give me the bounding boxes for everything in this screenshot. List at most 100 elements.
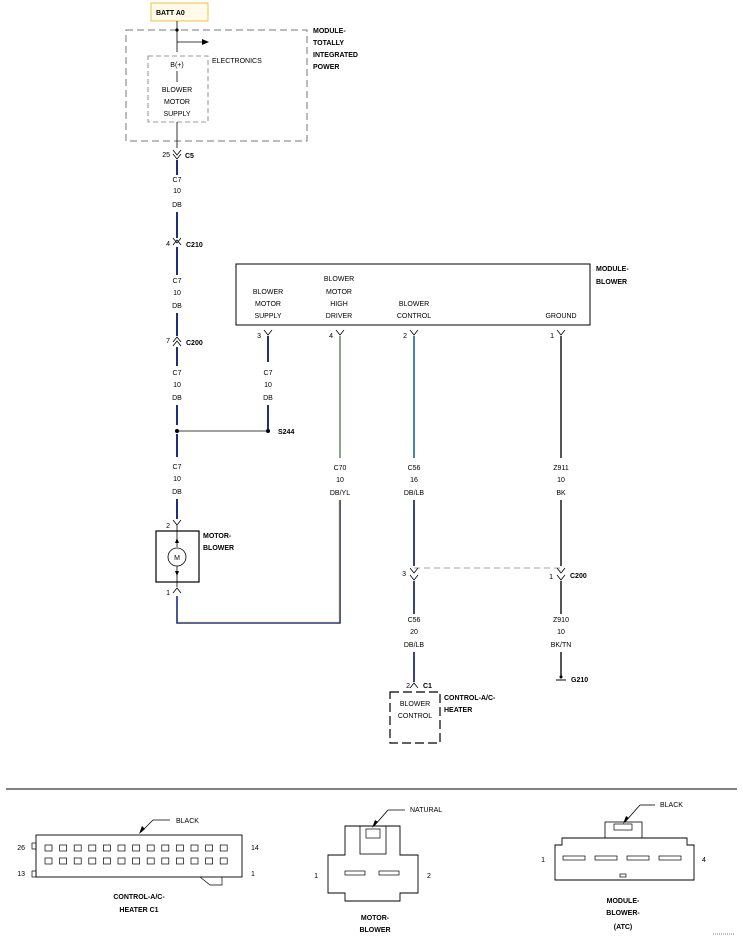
splice-node-s244 xyxy=(266,429,270,433)
heater-c1-pin-cavity xyxy=(103,857,111,865)
tipm-function-3: SUPPLY xyxy=(163,111,190,118)
wire-z911-color: BK xyxy=(556,490,566,497)
control-ac-function-1: BLOWER xyxy=(400,701,430,708)
mb-pin1-label-1: GROUND xyxy=(545,313,576,320)
tipm-electronics-box xyxy=(147,55,209,123)
splice-node-main xyxy=(175,429,179,433)
motor-connector-color: NATURAL xyxy=(410,807,442,814)
mb-pin4-label-3: HIGH xyxy=(330,301,348,308)
module-connector-latch xyxy=(604,821,643,839)
wire-z911-circuit: Z911 xyxy=(553,465,569,472)
wire-z910-gauge: 10 xyxy=(557,629,565,636)
mb-pin3-label-1: BLOWER xyxy=(253,289,283,296)
wire-z911-gauge: 10 xyxy=(557,477,565,484)
heater-c1-pin-tl: 26 xyxy=(17,845,25,852)
tipm-electronics-label: ELECTRONICS xyxy=(212,58,262,65)
mb-pin4-label-4: DRIVER xyxy=(326,313,352,320)
control-ac-title-1: CONTROL-A/C- xyxy=(444,695,496,702)
heater-c1-pin-grid xyxy=(44,844,228,865)
module-connector-pin-1 xyxy=(562,855,586,861)
heater-c1-pin-cavity xyxy=(117,844,126,852)
wire-z910-color: BK/TN xyxy=(551,642,572,649)
mb-pin3-label-3: SUPPLY xyxy=(254,313,281,320)
motor-connector-title-2: BLOWER xyxy=(359,927,390,934)
wire-c7-seg4-color: DB xyxy=(172,489,182,496)
module-connector-color: BLACK xyxy=(660,802,683,809)
module-connector-key xyxy=(619,873,627,878)
heater-c1-pin-cavity xyxy=(103,844,111,852)
heater-c1-pin-cavity xyxy=(132,844,140,852)
heater-c1-leader-arrow xyxy=(139,826,145,834)
heater-c1-title-2: HEATER C1 xyxy=(119,907,158,914)
heater-c1-pin-cavity xyxy=(219,844,228,852)
c200-right-pin1: 1 xyxy=(549,574,553,581)
heater-c1-pin-cavity xyxy=(190,844,199,852)
heater-c1-pin-cavity xyxy=(205,857,213,865)
wire-c7-seg2-color: DB xyxy=(172,303,182,310)
c1-name: C1 xyxy=(423,683,432,690)
wire-c7-seg1-color: DB xyxy=(172,202,182,209)
heater-c1-pin-tr: 14 xyxy=(251,845,259,852)
mb-pin3-number: 3 xyxy=(257,333,261,340)
wire-c7-seg1-circuit: C7 xyxy=(173,177,182,184)
c5-name: C5 xyxy=(185,153,194,160)
wire-c70-dbyl-stripe xyxy=(178,500,340,623)
c200-right-name: C200 xyxy=(570,573,587,580)
heater-c1-pin-bl: 13 xyxy=(17,871,25,878)
motor-connector-body xyxy=(327,825,419,902)
mb-pin2-connector xyxy=(409,329,419,336)
c200-left-connector-symbol xyxy=(172,336,182,347)
tipm-function-1: BLOWER xyxy=(162,87,192,94)
mb-pin2-label-2: CONTROL xyxy=(397,313,431,320)
motor-connector-latch xyxy=(359,825,387,855)
tipm-title-1: MODULE- xyxy=(313,28,346,35)
heater-c1-pin-cavity xyxy=(117,857,126,865)
module-connector-body xyxy=(554,837,695,881)
motor-pin-bottom: 1 xyxy=(166,590,170,597)
motor-title-1: MOTOR- xyxy=(203,533,232,540)
wire-c7-seg2-circuit: C7 xyxy=(173,278,182,285)
module-connector-latch-inner xyxy=(613,823,633,831)
module-blower-title-2: BLOWER xyxy=(596,279,627,286)
c200-right-pin1-symbol xyxy=(556,567,566,581)
mb-pin2-number: 2 xyxy=(403,333,407,340)
wire-c7-seg5-color: DB xyxy=(263,395,273,402)
heater-c1-pin-cavity xyxy=(132,857,140,865)
c200-right-pin3: 3 xyxy=(402,571,406,578)
module-connector-leader-arrow xyxy=(623,816,629,824)
wire-c7-seg5-circuit: C7 xyxy=(264,370,273,377)
heater-c1-pin-cavity xyxy=(205,844,213,852)
motor-bottom-connector xyxy=(172,587,182,594)
mb-pin2-label-1: BLOWER xyxy=(399,301,429,308)
tipm-title-4: POWER xyxy=(313,64,339,71)
c210-connector-symbol xyxy=(172,237,182,246)
tipm-title-2: TOTALLY xyxy=(313,40,344,47)
motor-pin-top: 2 xyxy=(166,523,170,530)
heater-c1-pin-cavity xyxy=(161,844,170,852)
motor-top-connector xyxy=(172,519,182,526)
mb-pin1-connector xyxy=(556,329,566,336)
wire-c56b-color: DB/LB xyxy=(404,642,425,649)
tipm-title-3: INTEGRATED xyxy=(313,52,358,59)
motor-connector-pin-2 xyxy=(378,870,400,876)
splice-s244-name: S244 xyxy=(278,429,294,436)
motor-connector-pin-1 xyxy=(344,870,366,876)
wire-c70-dbyl-loop xyxy=(176,500,341,624)
motor-blower-box xyxy=(155,530,200,583)
c200-right-pin3-symbol xyxy=(409,567,419,581)
c5-connector-symbol xyxy=(172,149,182,160)
c5-pin: 25 xyxy=(162,152,170,159)
mb-pin3-label-2: MOTOR xyxy=(255,301,281,308)
heater-c1-pin-cavity xyxy=(176,844,184,852)
heater-c1-pin-cavity xyxy=(73,857,82,865)
motor-symbol-letter: M xyxy=(174,555,180,562)
module-connector-pin-r: 4 xyxy=(702,857,706,864)
wire-c7-seg1-gauge: 10 xyxy=(173,188,181,195)
heater-c1-pin-cavity xyxy=(73,844,82,852)
heater-c1-pin-cavity xyxy=(88,857,97,865)
tipm-function-2: MOTOR xyxy=(164,99,190,106)
module-connector-title-1: MODULE- xyxy=(607,898,640,905)
wire-c7-seg4-circuit: C7 xyxy=(173,464,182,471)
module-connector-pin-3 xyxy=(626,855,650,861)
motor-connector-title-1: MOTOR- xyxy=(361,915,390,922)
